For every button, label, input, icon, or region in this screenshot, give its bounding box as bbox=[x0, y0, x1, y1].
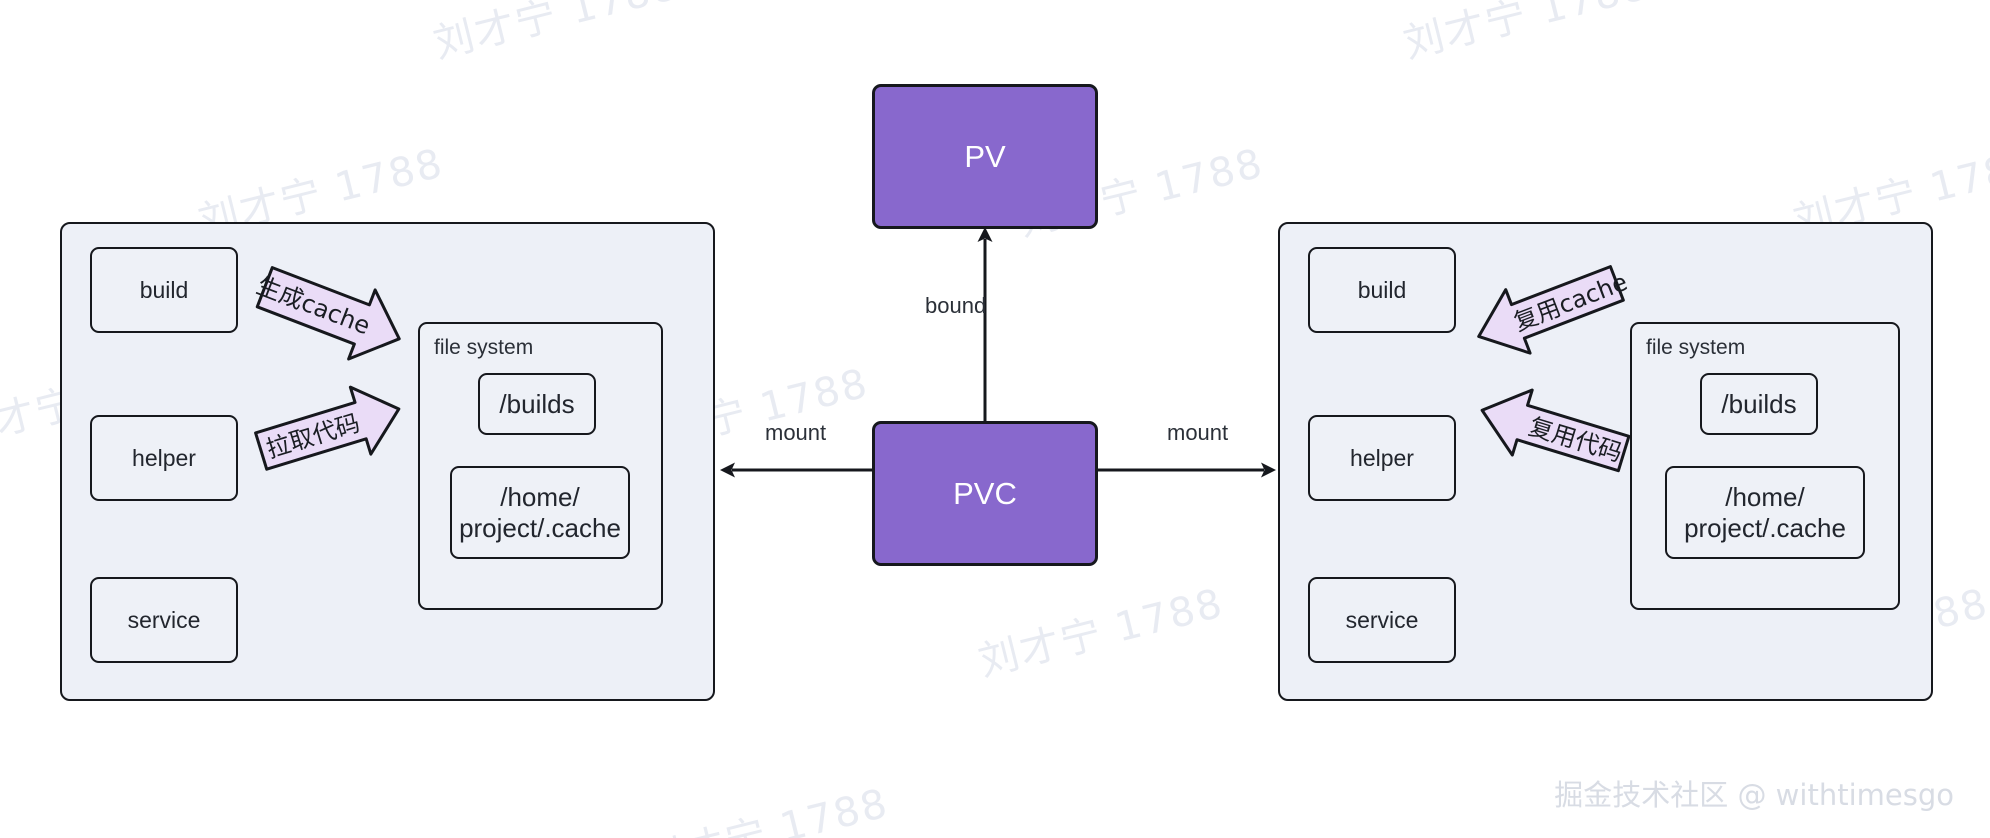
mount-left-connector bbox=[718, 455, 878, 485]
pvc-label: PVC bbox=[953, 475, 1017, 511]
pvc-box[interactable]: PVC bbox=[872, 421, 1098, 566]
pod-a-path-home-cache[interactable]: /home/project/.cache bbox=[450, 466, 630, 559]
path-label: /builds bbox=[1721, 388, 1797, 419]
pod-a-container-service[interactable]: service bbox=[90, 577, 238, 663]
file-system-title: file system bbox=[434, 336, 534, 359]
container-label: service bbox=[1345, 606, 1419, 633]
mount-right-label: mount bbox=[1167, 420, 1229, 445]
pod-b-arrow-reuse-code: 复用代码 bbox=[1465, 375, 1635, 487]
container-label: build bbox=[1357, 276, 1407, 303]
pod-b-arrow-reuse-cache: 复用cache bbox=[1460, 255, 1631, 367]
pod-b-container-build[interactable]: build bbox=[1308, 247, 1456, 333]
mount-right-connector bbox=[1098, 455, 1278, 485]
pod-a-container-build[interactable]: build bbox=[90, 247, 238, 333]
credit-watermark: 掘金技术社区 @ withtimesgo bbox=[1554, 778, 1954, 812]
path-label: /builds bbox=[499, 388, 575, 419]
container-label: service bbox=[127, 606, 201, 633]
pod-a-arrow-pull-code: 拉取代码 bbox=[250, 375, 410, 485]
bound-label: bound bbox=[925, 293, 987, 318]
file-system-title: file system bbox=[1646, 336, 1746, 359]
container-label: helper bbox=[1350, 444, 1414, 471]
watermark-tile: 刘才宁 1788 bbox=[429, 0, 684, 68]
pod-b-container-helper[interactable]: helper bbox=[1308, 415, 1456, 501]
mount-left-label: mount bbox=[765, 420, 827, 445]
pod-a-container-helper[interactable]: helper bbox=[90, 415, 238, 501]
path-label: /home/project/.cache bbox=[1684, 481, 1846, 543]
pod-b-path-builds[interactable]: /builds bbox=[1700, 373, 1818, 435]
bound-connector bbox=[975, 225, 1005, 423]
pv-box[interactable]: PV bbox=[872, 84, 1098, 229]
container-label: helper bbox=[132, 444, 196, 471]
path-label: /home/project/.cache bbox=[459, 481, 621, 543]
pod-a-path-builds[interactable]: /builds bbox=[478, 373, 596, 435]
pod-b-container-service[interactable]: service bbox=[1308, 577, 1456, 663]
watermark-tile: 刘才宁 1788 bbox=[1399, 0, 1654, 68]
watermark-tile: 刘才宁 1788 bbox=[639, 780, 894, 838]
watermark-tile: 刘才宁 1788 bbox=[974, 580, 1229, 686]
pv-label: PV bbox=[964, 138, 1006, 174]
pod-a-arrow-generate-cache: 生成cache bbox=[252, 258, 412, 368]
container-label: build bbox=[139, 276, 189, 303]
pod-b-path-home-cache[interactable]: /home/project/.cache bbox=[1665, 466, 1865, 559]
